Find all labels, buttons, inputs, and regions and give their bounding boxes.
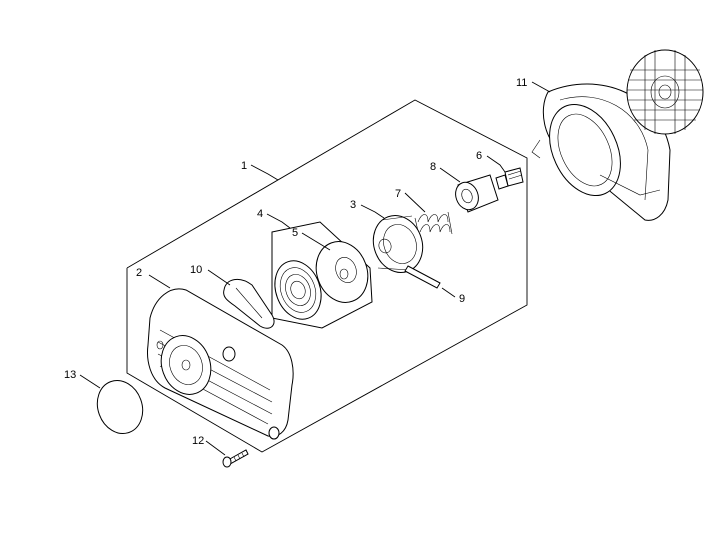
callout-8: 8 <box>430 161 436 173</box>
part-2-starter-cover <box>147 288 294 440</box>
leader-lines <box>79 81 551 456</box>
part-6-bolt <box>495 167 524 190</box>
part-9-pin <box>404 265 441 289</box>
callout-13: 13 <box>64 369 76 381</box>
assembly-boundary <box>126 99 528 453</box>
callout-7: 7 <box>395 188 401 200</box>
callout-5: 5 <box>292 227 298 239</box>
callout-3: 3 <box>350 199 356 211</box>
part-5-spring-cover <box>315 241 369 303</box>
callout-4: 4 <box>257 208 263 220</box>
part-12-screw <box>222 449 249 468</box>
callout-12: 12 <box>192 435 204 447</box>
callout-labels: 1 2 3 4 5 6 7 8 9 10 11 12 13 <box>64 77 527 447</box>
callout-1: 1 <box>241 160 247 172</box>
callout-9: 9 <box>459 293 465 305</box>
part-8-hub <box>455 174 499 213</box>
part-3-pulley <box>372 215 424 273</box>
callout-11: 11 <box>516 77 527 89</box>
flywheel <box>626 49 704 135</box>
callout-10: 10 <box>190 264 202 276</box>
callout-2: 2 <box>136 267 142 279</box>
part-10-starter-handle <box>223 278 275 329</box>
callout-6: 6 <box>476 150 482 162</box>
part-13-disc <box>96 380 144 434</box>
